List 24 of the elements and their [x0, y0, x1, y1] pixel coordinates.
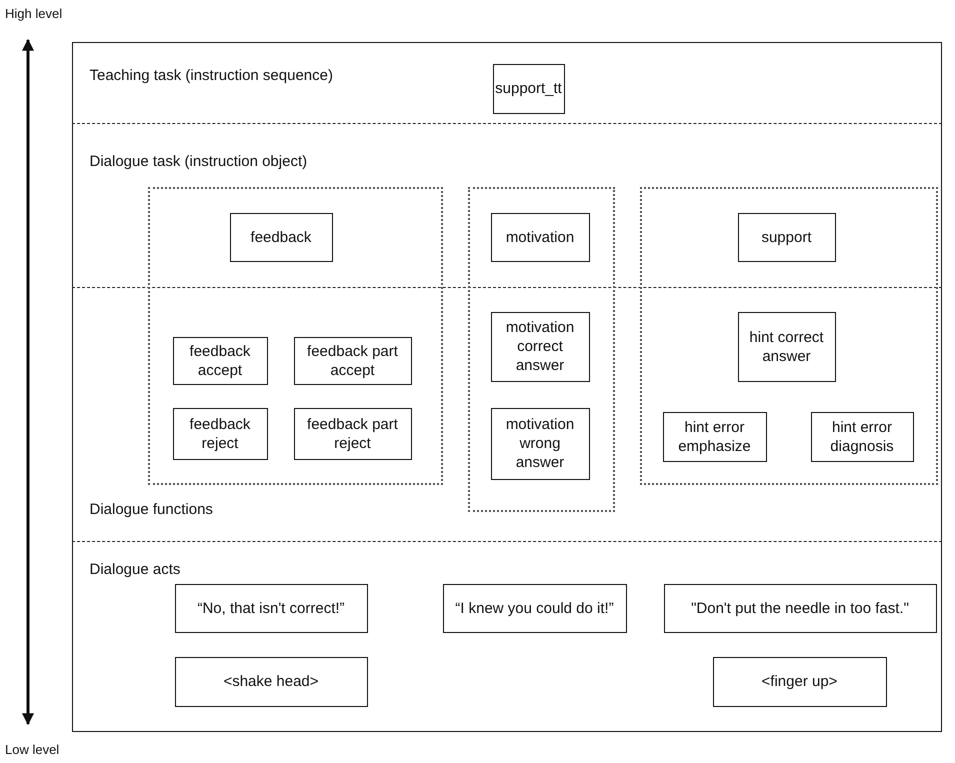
- function-box: hint error emphasize: [662, 412, 766, 462]
- function-box: “I knew you could do it!”: [442, 584, 626, 632]
- band-title: Dialogue acts: [90, 560, 180, 578]
- function-box: feedback reject: [172, 408, 268, 460]
- level-label: Low level: [5, 742, 60, 757]
- function-box: feedback accept: [172, 336, 268, 384]
- function-box: motivation wrong answer: [490, 408, 590, 480]
- function-box: hint error diagnosis: [810, 412, 914, 462]
- function-box: feedback part accept: [294, 336, 412, 384]
- function-box: motivation correct answer: [490, 312, 590, 382]
- function-box: "Don't put the needle in too fast.": [664, 584, 936, 632]
- function-box: <shake head>: [174, 656, 368, 706]
- function-box: motivation: [490, 212, 590, 262]
- function-box: <finger up>: [712, 656, 886, 706]
- function-box: feedback part reject: [294, 408, 412, 460]
- function-box: support_tt: [492, 64, 564, 114]
- function-box: feedback: [230, 212, 332, 262]
- band-title: Dialogue task (instruction object): [90, 152, 308, 170]
- function-box: hint correct answer: [738, 312, 836, 382]
- band-title: Teaching task (instruction sequence): [90, 66, 333, 84]
- function-box: “No, that isn't correct!”: [174, 584, 368, 632]
- function-box: support: [738, 212, 836, 262]
- level-label: High level: [5, 6, 62, 21]
- band-title: Dialogue functions: [90, 500, 213, 518]
